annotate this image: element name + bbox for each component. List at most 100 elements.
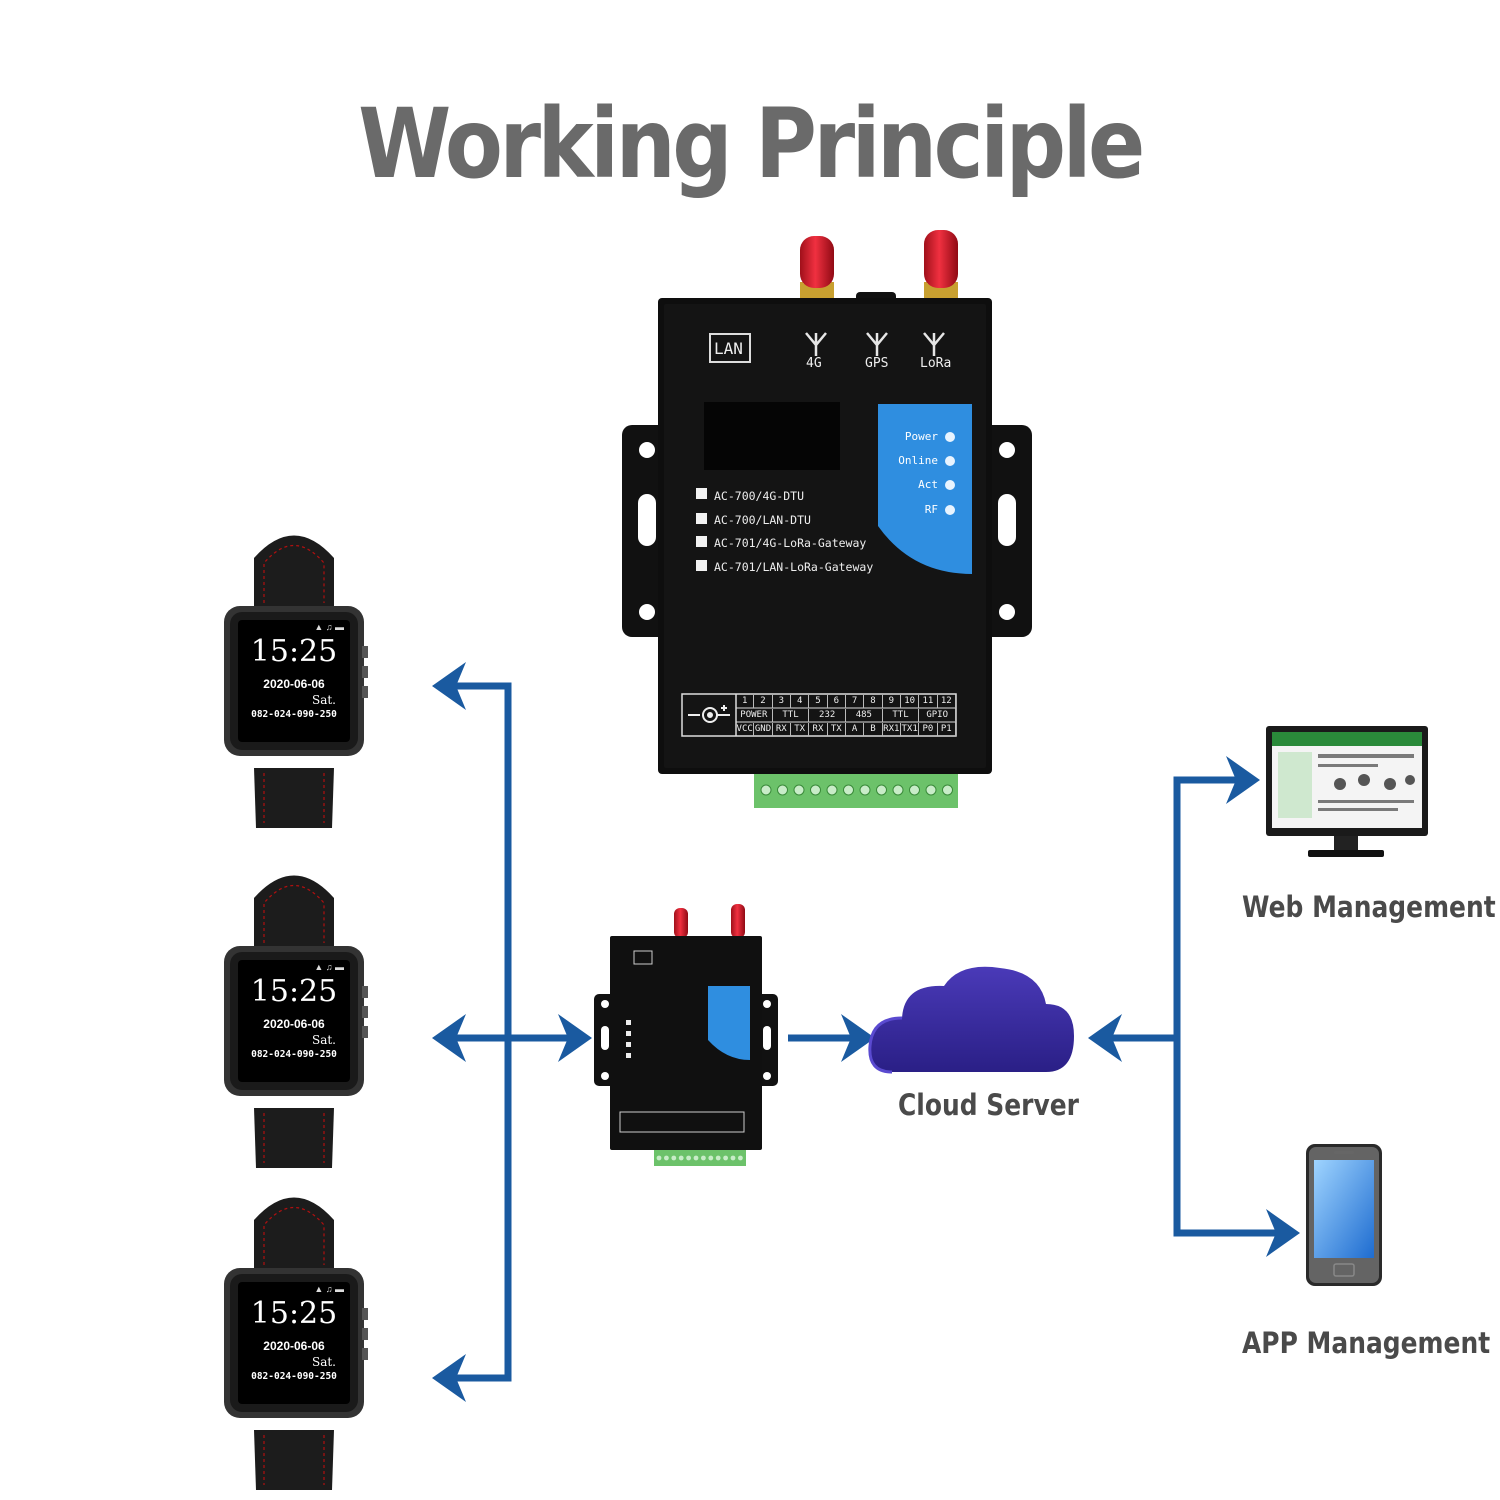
smartphone-icon xyxy=(1306,1144,1382,1286)
lan-port-icon xyxy=(709,333,751,363)
app-management-label: APP Management xyxy=(1242,1326,1491,1360)
pin-name: P1 xyxy=(938,723,956,736)
pin-name: RX xyxy=(773,723,791,736)
pin-name: TX xyxy=(828,723,846,736)
watch-1-screen: ▲ ♫ ▬ 15:25 2020-06-06 Sat. 082-024-090-… xyxy=(238,620,350,742)
model-checkboxes xyxy=(696,488,707,571)
cloud-server-label: Cloud Server xyxy=(898,1088,1079,1122)
antenna-left xyxy=(800,236,834,302)
pin-number: 5 xyxy=(809,695,828,708)
terminal-screw xyxy=(678,1155,684,1161)
terminal-screw xyxy=(686,1155,691,1161)
watch-status-icons: ▲ ♫ ▬ xyxy=(314,622,344,632)
pin-number: 12 xyxy=(938,695,956,708)
lan-label: LAN xyxy=(714,339,743,358)
terminal-screw xyxy=(738,1155,743,1161)
antenna-right xyxy=(924,230,958,302)
pin-number: 6 xyxy=(828,695,846,708)
terminal-screw xyxy=(708,1155,714,1161)
led-panel xyxy=(878,404,972,574)
terminal-screw xyxy=(777,784,788,796)
page-title: Working Principle xyxy=(358,88,1145,200)
pin-number: 10 xyxy=(901,695,920,708)
watch-3-screen: ▲ ♫ ▬ 15:25 2020-06-06 Sat. 082-024-090-… xyxy=(238,1282,350,1404)
arrow-heads xyxy=(432,662,1300,1402)
power-input-icon xyxy=(688,705,730,723)
watch-time: 15:25 xyxy=(250,974,338,1009)
pin-name: P0 xyxy=(919,723,938,736)
terminal-screw xyxy=(671,1155,677,1161)
terminal-screw xyxy=(810,784,821,796)
watch-day: Sat. xyxy=(311,1355,336,1369)
pin-name: TX xyxy=(791,723,810,736)
pin-name: RX1 xyxy=(883,723,901,736)
terminal-screw xyxy=(760,784,772,796)
terminal-screw xyxy=(826,784,838,796)
watch-2-screen: ▲ ♫ ▬ 15:25 2020-06-06 Sat. 082-024-090-… xyxy=(238,960,350,1082)
pin-number: 2 xyxy=(754,695,773,708)
watch-date: 2020-06-06 xyxy=(263,1339,325,1353)
web-management-label: Web Management xyxy=(1242,890,1496,924)
pin-number: 8 xyxy=(864,695,883,708)
model-label-3: AC-701/4G-LoRa-Gateway xyxy=(714,536,867,550)
terminal-block xyxy=(754,774,958,808)
watch-day: Sat. xyxy=(311,1033,336,1047)
terminal-screw xyxy=(843,784,854,796)
antenna-label-lora: LoRa xyxy=(920,356,952,371)
monitor-icon xyxy=(1266,726,1428,857)
led-indicators xyxy=(945,432,955,515)
watch-time: 15:25 xyxy=(250,1296,338,1331)
watch-id: 082-024-090-250 xyxy=(251,1049,337,1060)
watch-date: 2020-06-06 xyxy=(263,677,325,691)
pin-group: TTL xyxy=(883,709,920,722)
model-label-2: AC-700/LAN-DTU xyxy=(714,513,811,527)
antenna-label-4g: 4G xyxy=(806,356,822,371)
terminal-screw xyxy=(859,784,871,796)
led-label-power: Power xyxy=(904,430,938,443)
small-gateway-device xyxy=(594,904,778,1166)
pin-number: 3 xyxy=(773,695,791,708)
watch-day: Sat. xyxy=(311,693,336,707)
pin-group: 485 xyxy=(846,709,883,722)
model-label-4: AC-701/LAN-LoRa-Gateway xyxy=(714,560,874,574)
pin-name: B xyxy=(864,723,883,736)
arrow-lines xyxy=(443,682,1290,1382)
terminal-screw xyxy=(909,784,920,796)
terminal-screw xyxy=(876,784,887,796)
watch-status-icons: ▲ ♫ ▬ xyxy=(314,962,344,972)
terminal-screw xyxy=(656,1155,662,1161)
led-label-rf: RF xyxy=(924,503,938,516)
terminal-screw xyxy=(664,1155,669,1161)
pin-name: VCC xyxy=(736,723,755,736)
pin-group: TTL xyxy=(773,709,810,722)
watch-id: 082-024-090-250 xyxy=(251,709,337,720)
terminal-screw xyxy=(942,784,953,796)
pin-number: 11 xyxy=(919,695,938,708)
watch-time: 15:25 xyxy=(250,634,338,669)
antenna-symbol-icons xyxy=(805,332,945,356)
pin-number: 4 xyxy=(791,695,810,708)
model-label-1: AC-700/4G-DTU xyxy=(714,489,805,503)
pin-number: 7 xyxy=(846,695,865,708)
pin-name: RX xyxy=(809,723,828,736)
terminal-screw xyxy=(715,1155,721,1161)
terminal-screw xyxy=(723,1155,728,1161)
antenna-label-gps: GPS xyxy=(865,356,889,371)
terminal-screw xyxy=(892,784,904,796)
pin-group: 232 xyxy=(809,709,847,722)
cloud-server-icon xyxy=(868,966,1074,1074)
pin-name: TX1 xyxy=(901,723,920,736)
large-gateway-device xyxy=(622,230,1032,808)
pin-number: 9 xyxy=(883,695,901,708)
pin-number: 1 xyxy=(736,695,755,708)
watch-date: 2020-06-06 xyxy=(263,1017,325,1031)
pin-group: POWER xyxy=(736,709,773,722)
pin-group: GPIO xyxy=(919,709,957,722)
terminal-screw xyxy=(730,1155,736,1161)
led-label-online: Online xyxy=(898,454,938,467)
